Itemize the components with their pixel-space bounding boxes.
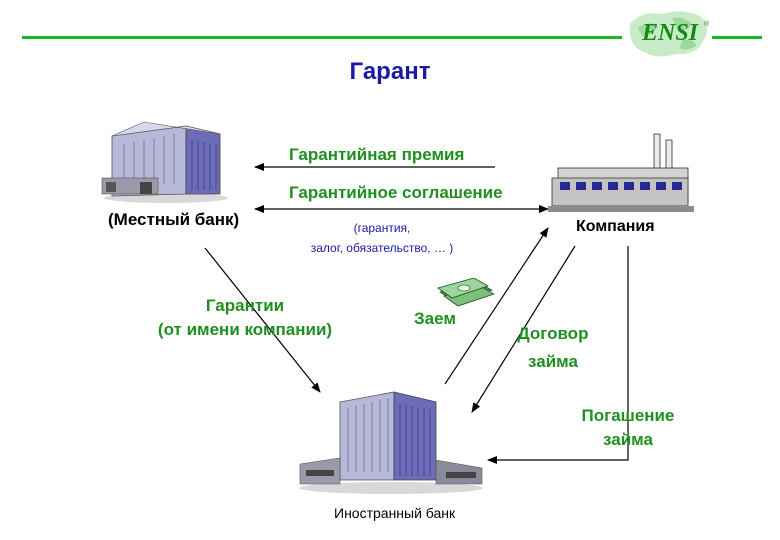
repayment-label: Погашение займа [560,404,696,452]
loan-arrow [444,227,549,385]
bank-building-icon [100,108,230,204]
repayment-arrow [487,246,629,464]
header-rule-left [22,36,622,39]
agreement-label: Гарантийное соглашение [289,183,503,202]
svg-text:®: ® [704,20,710,28]
money-icon [436,277,496,308]
agreement-note-line-2: залог, обязательство, … ) [310,241,454,255]
contract-line-1: Договор [517,324,589,343]
contract-arrow [471,245,576,413]
loan-label: Заем [414,309,456,328]
company-label: Компания [576,218,655,235]
premium-label: Гарантийная премия [289,145,465,164]
repayment-line-2: займа [603,430,653,449]
page-title: Гарант [349,58,431,85]
guarantees-arrow [204,247,321,393]
svg-text:ENSI: ENSI [641,20,700,46]
guarantees-line-2: (от имени компании) [157,320,333,339]
ensi-logo-icon: ENSI ® [622,6,714,62]
guarantees-label: Гарантии (от имени компании) [130,294,360,342]
guarantees-line-1: Гарантии [205,296,285,315]
repayment-line-1: Погашение [581,406,675,425]
factory-icon [548,130,694,214]
local-bank-label: (Местный банк) [108,210,240,229]
contract-line-2: займа [528,352,578,371]
agreement-note: (гарантия, залог, обязательство, … ) [272,218,492,258]
foreign-bank-label: Иностранный банк [334,505,456,521]
header-rule-right [712,36,762,39]
contract-label: Договор займа [498,320,608,376]
foreign-bank-building-icon [296,388,486,496]
agreement-note-line-1: (гарантия, [353,221,411,235]
